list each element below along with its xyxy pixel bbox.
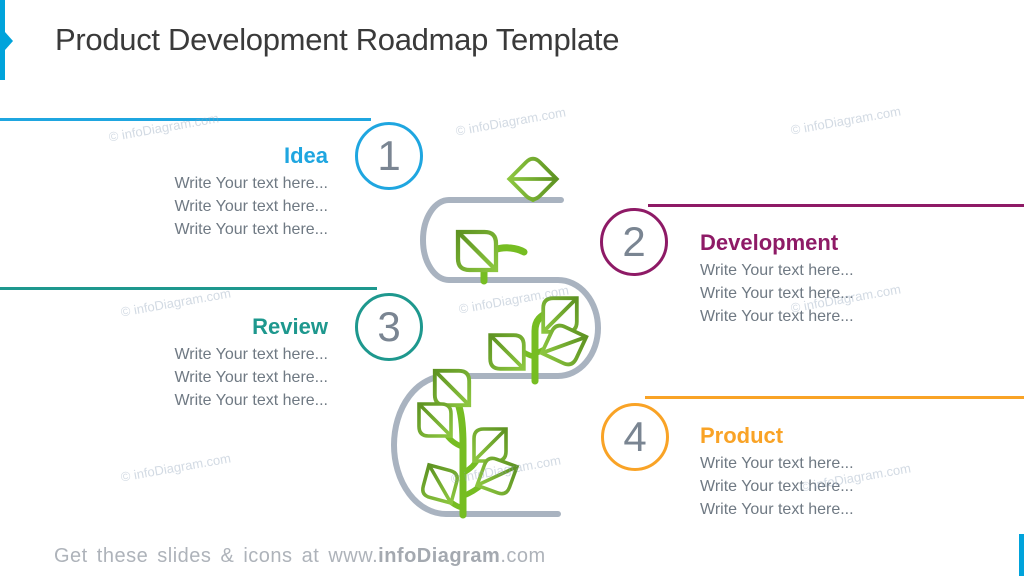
placeholder-text: Write Your text here... xyxy=(174,369,328,386)
placeholder-text: Write Your text here... xyxy=(700,285,854,302)
stage-number: 1 xyxy=(377,132,401,179)
placeholder-text: Write Your text here... xyxy=(174,221,328,238)
leaf-icon xyxy=(417,402,453,438)
placeholder-text: Write Your text here... xyxy=(700,262,854,279)
stage-block-review: Review Write Your text here... Write You… xyxy=(100,313,328,412)
footer-prefix: Get these slides & icons at www. xyxy=(54,545,379,567)
stage-line-development xyxy=(648,204,1024,207)
watermark: © infoDiagram.com xyxy=(107,110,220,145)
stage-number: 3 xyxy=(377,303,401,350)
small-plant-stems xyxy=(513,307,556,385)
leaf-icon xyxy=(539,320,589,370)
watermark: © infoDiagram.com xyxy=(457,282,570,317)
stage-circle-review: 3 xyxy=(355,293,423,361)
sprout-stem xyxy=(480,244,528,285)
left-accent-bar xyxy=(0,0,5,80)
stage-label: Review xyxy=(252,314,328,339)
stage-circle-product: 4 xyxy=(601,403,669,471)
placeholder-text: Write Your text here... xyxy=(700,501,854,518)
placeholder-text: Write Your text here... xyxy=(700,308,854,325)
footer-suffix: .com xyxy=(500,545,546,567)
placeholder-text: Write Your text here... xyxy=(174,198,328,215)
grown-plant-stems xyxy=(440,386,486,519)
stage-block-development: Development Write Your text here... Writ… xyxy=(700,229,1010,328)
footer-credit: Get these slides & icons at www.infoDiag… xyxy=(54,545,546,568)
placeholder-text: Write Your text here... xyxy=(700,455,854,472)
stage-label: Idea xyxy=(283,143,328,168)
watermark: © infoDiagram.com xyxy=(119,450,232,485)
stage-number: 4 xyxy=(623,413,647,460)
page-title: Product Development Roadmap Template xyxy=(55,22,620,57)
footer-brand: infoDiagram xyxy=(378,545,501,567)
stage-block-idea: Idea Write Your text here... Write Your … xyxy=(100,142,328,241)
leaf-icon xyxy=(472,427,508,463)
stage-number: 2 xyxy=(622,218,646,265)
stage-line-product xyxy=(645,396,1024,399)
stage-circle-development: 2 xyxy=(600,208,668,276)
leaf-icon xyxy=(488,333,526,371)
placeholder-text: Write Your text here... xyxy=(700,478,854,495)
stage-label: Development xyxy=(700,230,839,255)
right-accent-bar xyxy=(1019,534,1024,576)
leaf-icon xyxy=(507,153,559,205)
watermark: © infoDiagram.com xyxy=(449,452,562,487)
placeholder-text: Write Your text here... xyxy=(174,392,328,409)
watermark: © infoDiagram.com xyxy=(789,103,902,138)
placeholder-text: Write Your text here... xyxy=(174,346,328,363)
leaf-icon xyxy=(432,368,472,408)
left-accent-arrow-icon xyxy=(5,32,13,50)
placeholder-text: Write Your text here... xyxy=(174,175,328,192)
leaf-icon xyxy=(541,296,579,334)
stage-line-review xyxy=(0,287,377,290)
watermark: © infoDiagram.com xyxy=(454,104,567,139)
stage-line-idea xyxy=(0,118,371,121)
stage-label: Product xyxy=(700,423,784,448)
stage-block-product: Product Write Your text here... Write Yo… xyxy=(700,422,1010,521)
leaf-icon xyxy=(458,232,496,270)
stage-circle-idea: 1 xyxy=(355,122,423,190)
